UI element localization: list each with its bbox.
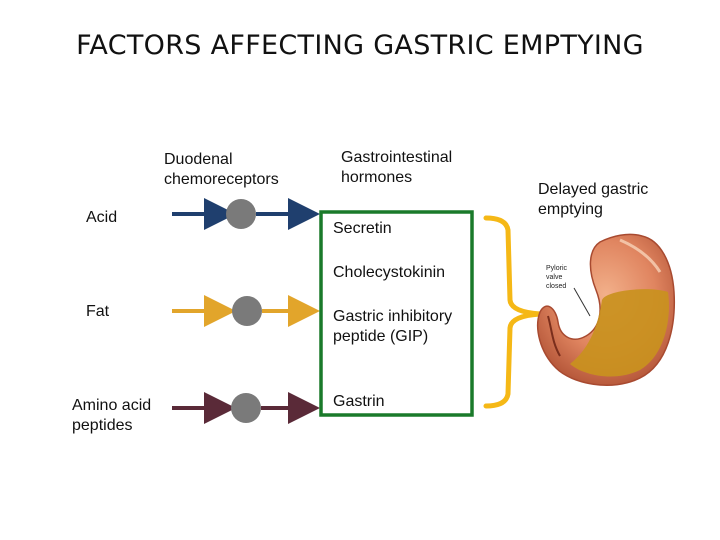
stimulus-amino-acid-peptides: Amino acid peptides <box>72 396 151 436</box>
pyloric-valve-label: Pyloric valve closed <box>546 264 567 291</box>
amino-receptor-circle <box>231 393 261 423</box>
receptors-label: Duodenal chemoreceptors <box>164 150 279 190</box>
hormone-bracket <box>486 218 540 406</box>
hormones-label-line2: hormones <box>341 168 452 188</box>
outcome-label: Delayed gastric emptying <box>538 180 648 220</box>
hormone-gip-line2: peptide (GIP) <box>333 327 452 347</box>
hormone-secretin: Secretin <box>333 219 392 239</box>
outcome-line2: emptying <box>538 200 648 220</box>
stimulus-fat: Fat <box>86 302 109 322</box>
stimulus-acid: Acid <box>86 208 117 228</box>
fat-pathway <box>172 296 312 326</box>
receptors-label-line2: chemoreceptors <box>164 170 279 190</box>
stimulus-amino-line1: Amino acid <box>72 396 151 416</box>
receptors-label-line1: Duodenal <box>164 150 279 170</box>
hormone-gip-line1: Gastric inhibitory <box>333 307 452 327</box>
hormones-label: Gastrointestinal hormones <box>341 148 452 188</box>
acid-pathway <box>172 199 312 229</box>
hormone-gip: Gastric inhibitory peptide (GIP) <box>333 307 452 347</box>
hormone-cholecystokinin: Cholecystokinin <box>333 263 445 283</box>
acid-receptor-circle <box>226 199 256 229</box>
fat-receptor-circle <box>232 296 262 326</box>
outcome-line1: Delayed gastric <box>538 180 648 200</box>
stimulus-amino-line2: peptides <box>72 416 151 436</box>
stomach-illustration <box>538 234 675 385</box>
amino-acid-pathway <box>172 393 312 423</box>
hormones-label-line1: Gastrointestinal <box>341 148 452 168</box>
hormone-gastrin: Gastrin <box>333 392 385 412</box>
